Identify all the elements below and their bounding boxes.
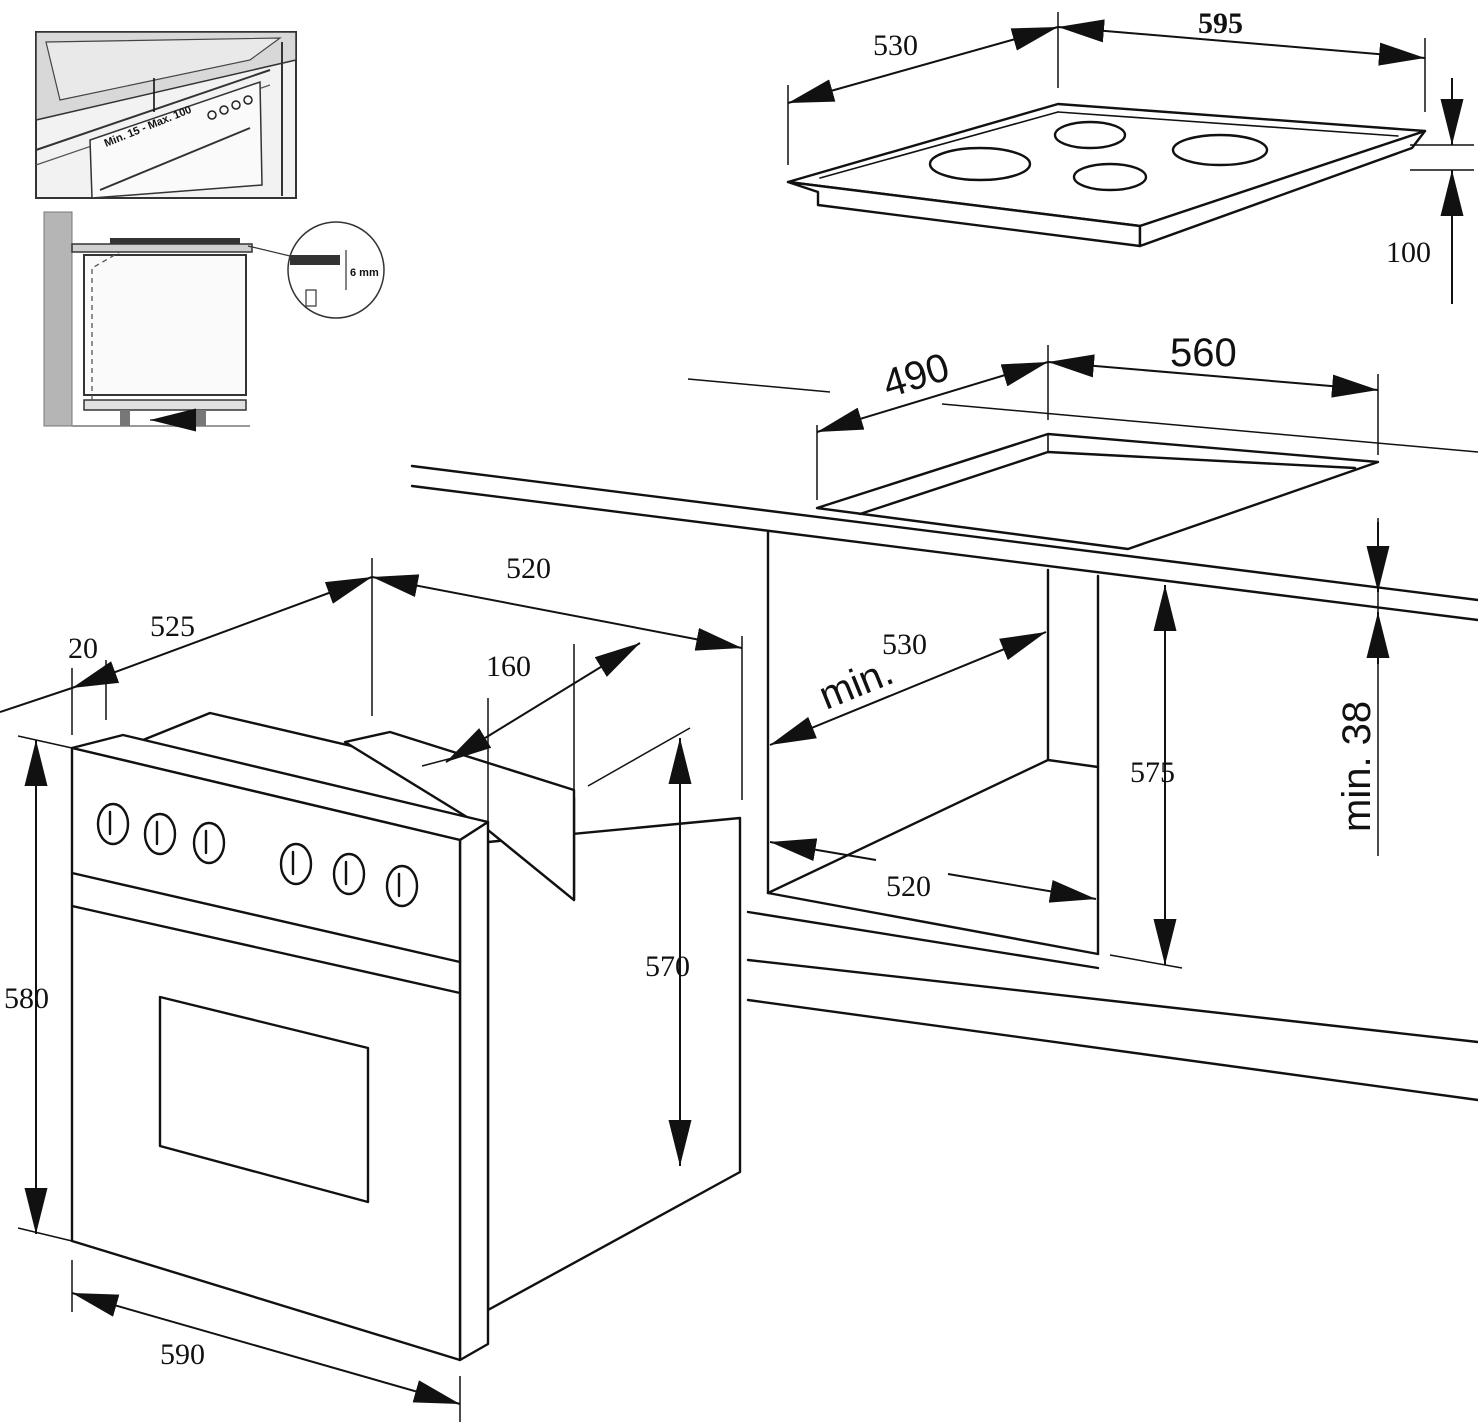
inset-ventilation-section: 6 mm: [43, 211, 385, 432]
hob-burner-rear-right: [1171, 133, 1269, 167]
hob-depth-label: 530: [873, 29, 918, 62]
hob-burner-front-left: [928, 146, 1032, 182]
oven-front-depth-label: 20: [68, 632, 98, 665]
oven-drawing: 20 525 520 160 580 570 590: [0, 552, 743, 1422]
oven-knob-4: [279, 842, 313, 886]
niche-min-depth-label: 530: [882, 628, 927, 661]
inset-gap-label: 6 mm: [350, 267, 379, 279]
cutout-depth-label: 490: [878, 345, 955, 407]
hob-burner-front-right: [1072, 162, 1148, 192]
niche-height-label: 575: [1130, 756, 1175, 789]
cutout-width-label: 560: [1170, 331, 1237, 375]
worktop-gap-label: min. 38: [1335, 701, 1379, 832]
oven-body-height-label: 570: [645, 950, 690, 983]
oven-depth-label: 525: [150, 610, 195, 643]
oven-height-label: 580: [4, 982, 49, 1015]
hob-burner-rear-left: [1053, 120, 1127, 150]
oven-knob-3: [192, 821, 226, 865]
niche-drawing: min. 530 520 575 min. 38: [746, 518, 1478, 1102]
oven-top-box-depth-label: 160: [486, 650, 531, 683]
oven-knob-2: [143, 812, 177, 856]
hob-drawing: 530 595 100: [786, 7, 1474, 304]
oven-knob-6: [385, 864, 419, 908]
oven-width-label: 590: [160, 1338, 205, 1371]
worktop-cutout: 490 560: [410, 331, 1478, 622]
inset-installation-photo: Min. 15 - Max. 100: [35, 31, 297, 199]
niche-width-label: 520: [886, 870, 931, 903]
hob-width-label: 595: [1198, 7, 1243, 40]
oven-knob-5: [332, 852, 366, 896]
oven-body-depth-label: 520: [506, 552, 551, 585]
oven-knob-1: [96, 802, 130, 846]
hob-height-label: 100: [1386, 236, 1431, 269]
